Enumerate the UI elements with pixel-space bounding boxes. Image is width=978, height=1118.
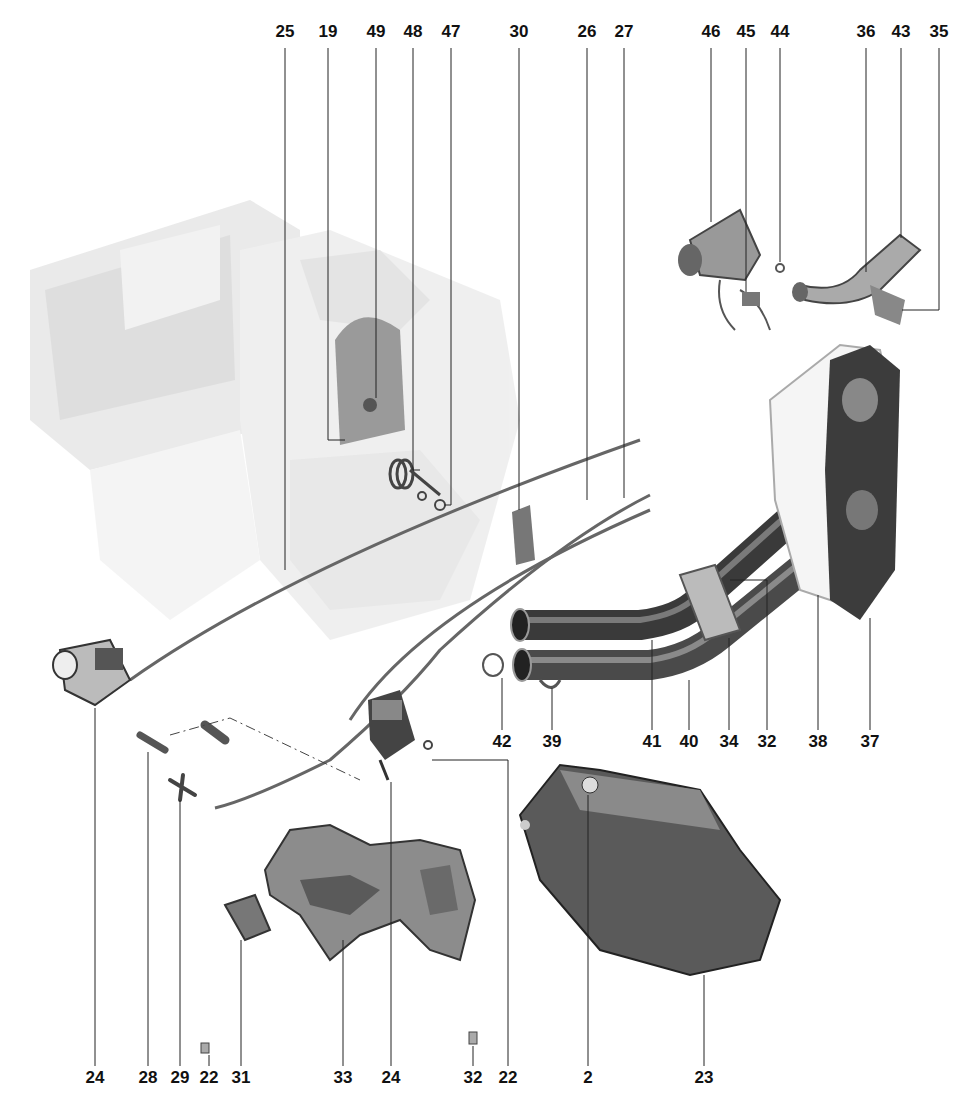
callout-number: 35 — [928, 22, 951, 42]
callout-number: 22 — [497, 1068, 520, 1088]
callout-number: 28 — [137, 1068, 160, 1088]
callout-number: 43 — [890, 22, 913, 42]
callout-number: 46 — [700, 22, 723, 42]
callout-number: 48 — [402, 22, 425, 42]
callout-number: 27 — [613, 22, 636, 42]
callout-number: 38 — [807, 732, 830, 752]
callout-number: 24 — [380, 1068, 403, 1088]
callout-number: 32 — [756, 732, 779, 752]
callout-number: 39 — [541, 732, 564, 752]
callout-number: 32 — [462, 1068, 485, 1088]
callout-number: 2 — [581, 1068, 594, 1088]
callout-number: 49 — [365, 22, 388, 42]
callout-number: 19 — [317, 22, 340, 42]
callout-number: 22 — [198, 1068, 221, 1088]
callout-number: 36 — [855, 22, 878, 42]
callout-number: 30 — [508, 22, 531, 42]
callout-number: 25 — [274, 22, 297, 42]
callout-number: 41 — [641, 732, 664, 752]
callout-number: 42 — [491, 732, 514, 752]
callout-number: 26 — [576, 22, 599, 42]
callout-number: 23 — [693, 1068, 716, 1088]
callout-number: 33 — [332, 1068, 355, 1088]
callout-number: 34 — [718, 732, 741, 752]
callout-number: 44 — [769, 22, 792, 42]
callout-number: 24 — [84, 1068, 107, 1088]
callout-number: 29 — [169, 1068, 192, 1088]
callout-number: 37 — [859, 732, 882, 752]
callout-number: 45 — [735, 22, 758, 42]
callout-number: 40 — [678, 732, 701, 752]
callout-number: 47 — [440, 22, 463, 42]
callout-number: 31 — [230, 1068, 253, 1088]
